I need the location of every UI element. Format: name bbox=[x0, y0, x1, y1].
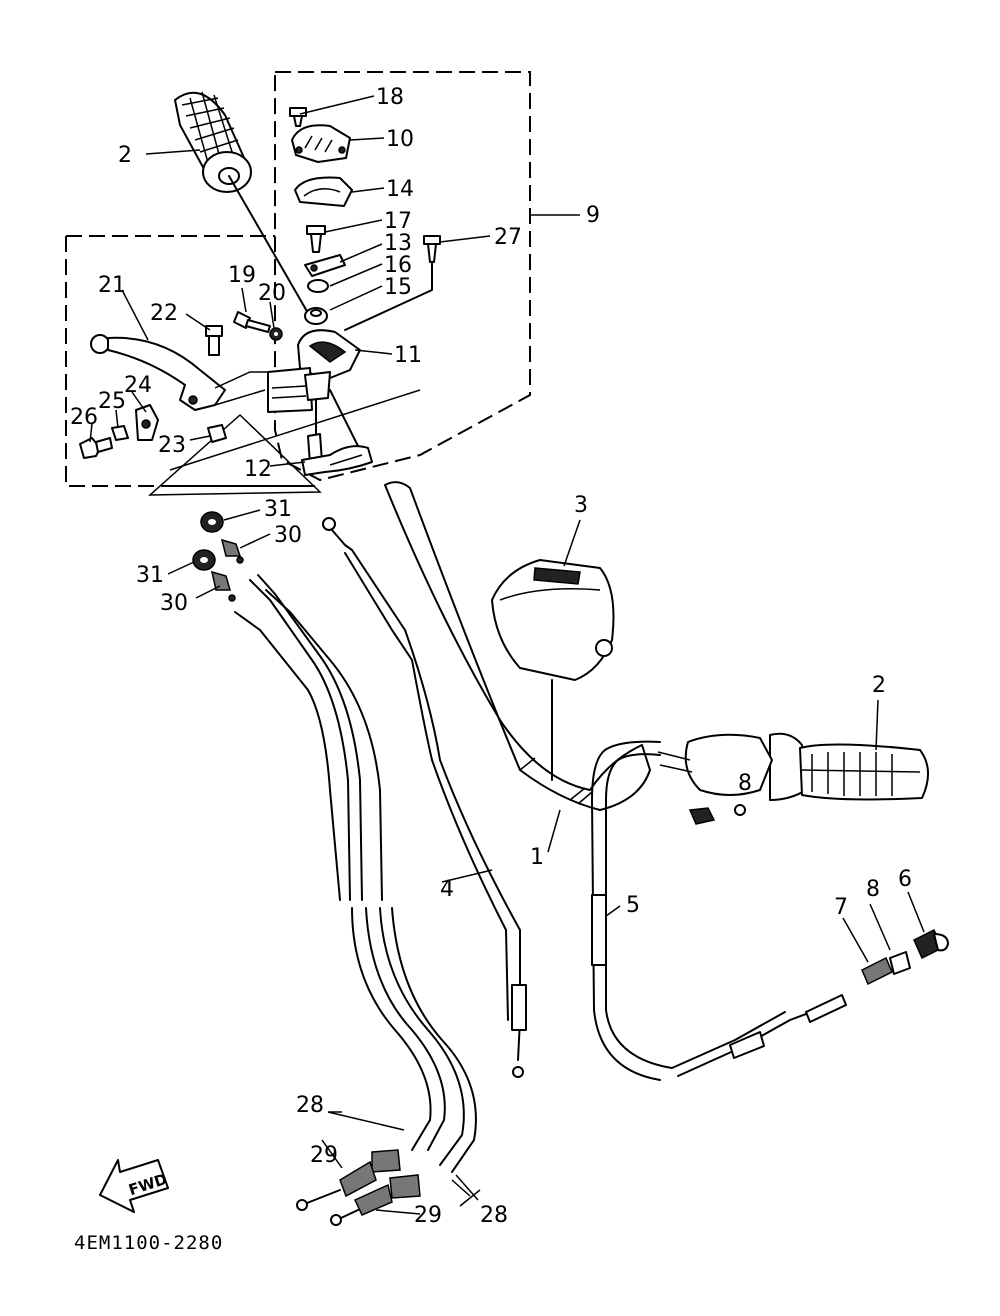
screw-19-part bbox=[233, 311, 271, 333]
callout-30-upper: 30 bbox=[274, 523, 302, 548]
throttle-housing-11-part bbox=[267, 329, 361, 451]
switch-housing-3-part bbox=[491, 559, 615, 781]
callout-16: 16 bbox=[384, 253, 412, 278]
callout-3: 3 bbox=[574, 493, 588, 518]
callout-17: 17 bbox=[384, 209, 412, 234]
callout-26: 26 bbox=[70, 405, 98, 430]
spring-7-part bbox=[861, 956, 893, 986]
callout-11: 11 bbox=[394, 343, 422, 368]
callout-28-upper: 28 bbox=[296, 1093, 324, 1118]
callout-28-lower: 28 bbox=[480, 1203, 508, 1228]
callout-8-upper: 8 bbox=[738, 771, 752, 796]
lever-21-part bbox=[90, 334, 270, 411]
nut-23-part bbox=[207, 424, 227, 443]
callout-5: 5 bbox=[626, 893, 640, 918]
callout-29-upper: 29 bbox=[310, 1143, 338, 1168]
cover-10-part bbox=[291, 124, 351, 163]
callout-24: 24 bbox=[124, 373, 152, 398]
callout-13: 13 bbox=[384, 231, 412, 256]
callout-6: 6 bbox=[898, 867, 912, 892]
callout-2-right: 2 bbox=[872, 673, 886, 698]
callout-20: 20 bbox=[258, 281, 286, 306]
bolt-26-part bbox=[79, 437, 113, 459]
handlebar-1-part bbox=[384, 481, 651, 811]
callout-25: 25 bbox=[98, 389, 126, 414]
washer-16-part bbox=[307, 279, 329, 293]
callout-31-lower: 31 bbox=[136, 563, 164, 588]
callout-18: 18 bbox=[376, 85, 404, 110]
cable-5-part bbox=[591, 740, 847, 1081]
left-grip-part bbox=[174, 91, 313, 321]
end-6-part bbox=[913, 928, 949, 960]
callout-2-left: 2 bbox=[118, 143, 132, 168]
callout-22: 22 bbox=[150, 301, 178, 326]
callout-27: 27 bbox=[494, 225, 522, 250]
callout-29-lower: 29 bbox=[414, 1203, 442, 1228]
callout-4: 4 bbox=[440, 877, 454, 902]
diagram-code: 4EM1100-2280 bbox=[74, 1232, 223, 1254]
pivot-24-part bbox=[135, 404, 159, 441]
leader-lines bbox=[89, 95, 925, 1215]
callout-21: 21 bbox=[98, 273, 126, 298]
callout-14: 14 bbox=[386, 177, 414, 202]
cable-28-pair-part bbox=[234, 574, 477, 1226]
screw-27-part bbox=[344, 235, 441, 331]
callout-9: 9 bbox=[586, 203, 600, 228]
bushing-15-part bbox=[304, 307, 328, 325]
callout-7: 7 bbox=[834, 895, 848, 920]
callout-23: 23 bbox=[158, 433, 186, 458]
adjuster-30-upper-part bbox=[220, 538, 244, 564]
callout-8-lower: 8 bbox=[866, 877, 880, 902]
screw-18-part bbox=[289, 107, 307, 127]
bolt-22-part bbox=[205, 325, 223, 356]
cable-4-part bbox=[322, 517, 527, 1078]
callout-31-upper: 31 bbox=[264, 497, 292, 522]
gasket-14-part bbox=[294, 176, 353, 207]
callout-19: 19 bbox=[228, 263, 256, 288]
throttle-lever-12-part bbox=[301, 433, 373, 476]
boot-31-upper-part bbox=[200, 511, 224, 533]
callout-10: 10 bbox=[386, 127, 414, 152]
bracket-31-30-outline bbox=[147, 389, 421, 496]
callout-12: 12 bbox=[244, 457, 272, 482]
collar-25-part bbox=[111, 425, 129, 441]
clip-13-part bbox=[304, 254, 346, 277]
callout-1: 1 bbox=[530, 845, 544, 870]
callout-30-lower: 30 bbox=[160, 591, 188, 616]
right-grip-part bbox=[657, 732, 929, 825]
boot-31-lower-part bbox=[192, 549, 216, 571]
assembly-9-outline bbox=[65, 71, 531, 487]
forward-direction-arrow: FWD bbox=[99, 1159, 169, 1213]
bolt-17-part bbox=[306, 225, 326, 253]
adjuster-30-lower-part bbox=[210, 570, 236, 602]
collar-8-part bbox=[889, 951, 911, 975]
nut-20-part bbox=[269, 327, 283, 341]
callout-15: 15 bbox=[384, 275, 412, 300]
